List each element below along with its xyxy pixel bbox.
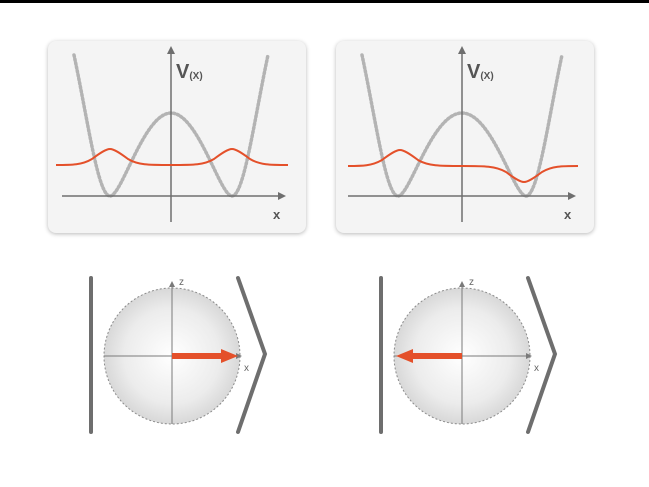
x-axis-arrowhead	[236, 353, 242, 359]
top-border	[0, 0, 649, 3]
ket-right-angle	[236, 276, 268, 434]
wavefunction-curve-antisymmetric	[347, 148, 579, 184]
z-axis-label: z	[469, 277, 474, 288]
y-axis-label: V(X)	[176, 61, 203, 83]
bloch-sphere-diagram: z x	[89, 276, 268, 434]
x-axis-arrowhead	[568, 192, 576, 200]
x-axis-label: x	[564, 207, 572, 222]
bloch-sphere-ket-plus-x: z x	[82, 262, 282, 440]
bloch-sphere-diagram: z x	[379, 276, 558, 434]
x-axis-label: x	[244, 363, 249, 374]
state-vector-arrowhead	[396, 349, 413, 363]
double-well-plot-symmetric: V(X) x	[55, 46, 289, 222]
x-axis-label: x	[273, 207, 281, 222]
x-axis-arrowhead	[526, 353, 532, 359]
double-well-panel-symmetric: V(X) x	[48, 41, 306, 233]
double-well-panel-antisymmetric: V(X) x	[336, 41, 594, 233]
y-axis-label: V(X)	[467, 61, 494, 83]
state-vector-arrowhead	[221, 349, 238, 363]
z-axis-arrowhead	[169, 281, 175, 287]
bloch-sphere-ket-minus-x: z x	[372, 262, 572, 440]
x-axis-label: x	[534, 363, 539, 374]
z-axis-arrowhead	[459, 281, 465, 287]
wavefunction-curve-symmetric	[55, 147, 289, 166]
ket-right-angle	[526, 276, 558, 434]
double-well-plot-antisymmetric: V(X) x	[347, 46, 579, 222]
y-axis-arrowhead	[167, 46, 175, 54]
y-axis-arrowhead	[458, 46, 466, 54]
x-axis-arrowhead	[278, 192, 286, 200]
z-axis-label: z	[179, 277, 184, 288]
